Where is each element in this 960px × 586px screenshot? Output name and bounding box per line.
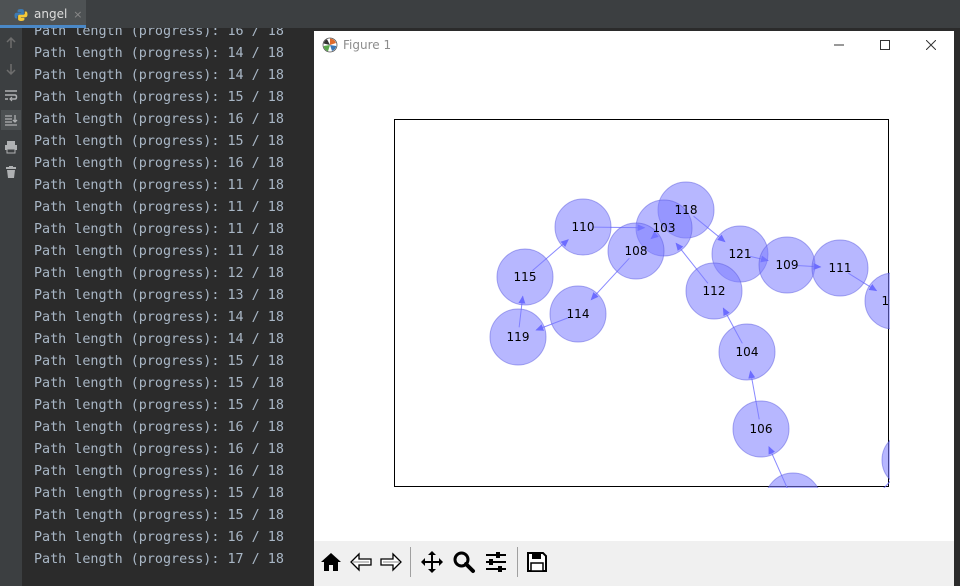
console-line: Path length (progress): 11 / 18 [34,200,284,215]
console-line: Path length (progress): 14 / 18 [34,68,284,83]
console-line: Path length (progress): 11 / 18 [34,244,284,259]
figure-toolbar [314,541,954,586]
configure-subplots-icon[interactable] [481,547,511,577]
figure-title: Figure 1 [343,38,392,52]
zoom-icon[interactable] [449,547,479,577]
console-line: Path length (progress): 16 / 18 [34,420,284,435]
console-line: Path length (progress): 15 / 18 [34,90,284,105]
console-line: Path length (progress): 17 / 18 [34,552,284,567]
pan-icon[interactable] [417,547,447,577]
nodes-layer [489,181,956,546]
console-line: Path length (progress): 15 / 18 [34,354,284,369]
console-line: Path length (progress): 16 / 18 [34,530,284,545]
run-tab[interactable]: angel × [0,0,86,28]
figure-title-bar: Figure 1 [314,31,954,59]
console-line: Path length (progress): 16 / 18 [34,464,284,479]
run-tab-bar: angel × [0,0,960,28]
console-line: Path length (progress): 14 / 18 [34,310,284,325]
plot-axes: 110 118 103 108 121 109 111 115 112 107 114 119 104 1… [394,119,956,546]
console-line: Path length (progress): 11 / 18 [34,222,284,237]
console-line: Path length (progress): 15 / 18 [34,398,284,413]
minimize-button[interactable] [816,31,862,59]
graph-node-label: 104 [736,345,759,359]
down-arrow-icon[interactable] [1,59,21,79]
print-icon[interactable] [1,137,21,157]
console-output[interactable]: Path length (progress): 16 / 18 Path leng… [22,28,314,586]
console-line: Path length (progress): 16 / 18 [34,156,284,171]
save-icon[interactable] [522,547,552,577]
console-line: Path length (progress): 14 / 18 [34,46,284,61]
console-line: Path length (progress): 14 / 18 [34,332,284,347]
console-line: Path length (progress): 15 / 18 [34,134,284,149]
graph-node-label: 115 [514,270,537,284]
graph-plot: 110 118 103 108 121 109 111 115 112 107 114 119 104 1… [489,181,956,546]
graph-node-115 [496,248,554,306]
graph-node-111 [811,239,869,297]
up-arrow-icon[interactable] [1,33,21,53]
graph-node-label: 110 [572,220,595,234]
scroll-to-end-icon[interactable] [1,110,21,130]
graph-node-110 [554,198,612,256]
console-line: Path length (progress): 16 / 18 [34,28,284,39]
console-line: Path length (progress): 15 / 18 [34,376,284,391]
console-line: Path length (progress): 13 / 18 [34,288,284,303]
forward-arrow-icon[interactable] [376,547,406,577]
soft-wrap-icon[interactable] [1,85,21,105]
graph-node-117 [881,431,939,489]
graph-node-108 [607,222,665,280]
figure-canvas[interactable]: 110 118 103 108 121 109 111 115 112 107 114 119 104 1… [314,59,956,546]
back-arrow-icon[interactable] [346,547,376,577]
graph-node-114 [549,285,607,343]
run-tool-strip [0,28,23,586]
matplotlib-icon [322,37,338,53]
toolbar-separator [410,547,411,577]
graph-node-112 [685,262,743,320]
close-button[interactable] [908,31,954,59]
graph-node-120 [764,472,822,530]
console-line: Path length (progress): 15 / 18 [34,508,284,523]
graph-node-106 [732,400,790,458]
graph-node-label: 112 [703,284,726,298]
graph-node-104 [718,323,776,381]
console-line: Path length (progress): 12 / 18 [34,266,284,281]
console-line: Path length (progress): 16 / 18 [34,112,284,127]
graph-node-label: 111 [829,261,852,275]
graph-node-label: 107 [882,294,890,308]
graph-node-label: 108 [625,244,648,258]
graph-node-label: 106 [750,422,773,436]
console-line: Path length (progress): 11 / 18 [34,178,284,193]
close-tab-icon[interactable]: × [73,7,83,21]
graph-node-label: 109 [776,258,799,272]
console-line: Path length (progress): 16 / 18 [34,442,284,457]
run-tab-label: angel [34,7,68,21]
maximize-button[interactable] [862,31,908,59]
graph-node-label: 119 [507,330,530,344]
console-line: Path length (progress): 15 / 18 [34,486,284,501]
graph-node-label: 121 [729,247,752,261]
figure-window: Figure 1 1101181031081211091111151121071… [314,31,956,586]
graph-node-119 [489,308,547,366]
tab-underline [0,25,86,28]
toolbar-separator [517,547,518,577]
home-icon[interactable] [316,547,346,577]
graph-node-label: 114 [567,307,590,321]
graph-node-label: 118 [675,203,698,217]
python-icon [14,7,28,21]
graph-node-label: 103 [653,221,676,235]
trash-icon[interactable] [1,162,21,182]
